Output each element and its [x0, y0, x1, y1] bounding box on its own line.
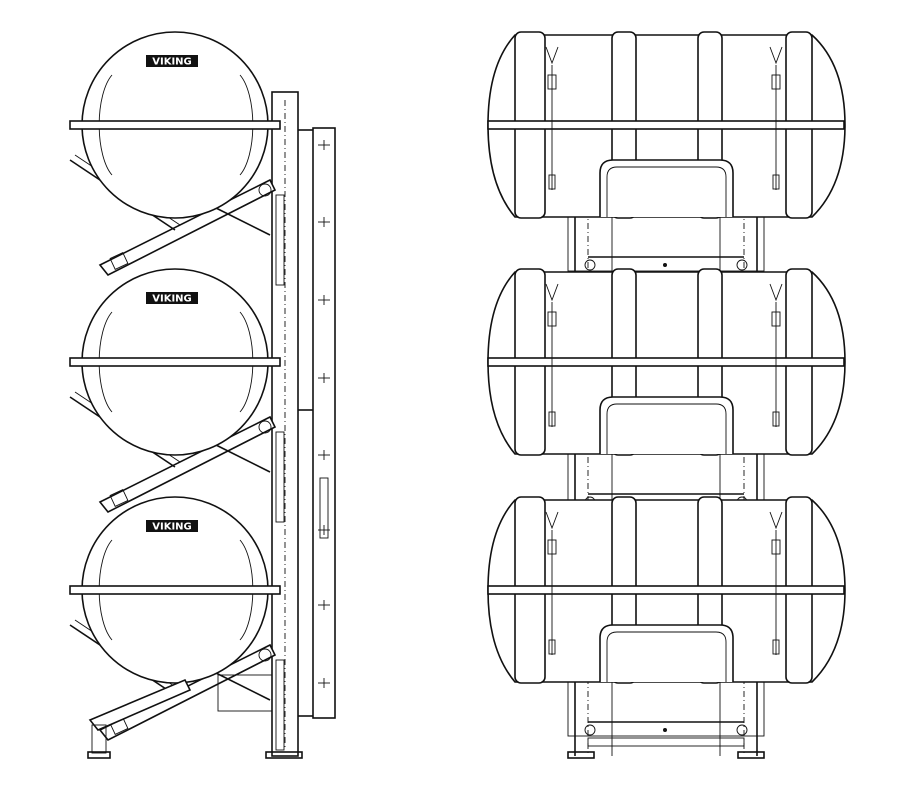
roller	[584, 724, 596, 736]
front-tier-2	[487, 268, 846, 509]
side-tier-1: VIKING	[69, 31, 285, 286]
handle	[599, 396, 734, 454]
logo-plate	[146, 520, 198, 532]
lashing-band-horizontal	[487, 120, 845, 130]
buckle	[771, 539, 781, 555]
lashing-band	[69, 585, 281, 595]
bottom-bracket	[217, 674, 273, 712]
hook-icon	[769, 511, 783, 530]
viking-logo: VIKING	[146, 55, 198, 68]
logo-text: VIKING	[152, 57, 192, 68]
handle-inner	[606, 631, 727, 682]
clamp	[109, 489, 129, 507]
buckle	[547, 539, 557, 555]
lashing-band-horizontal	[487, 357, 845, 367]
front-view	[487, 31, 846, 759]
logo-text: VIKING	[152, 294, 192, 305]
logo-text: VIKING	[152, 522, 192, 533]
foot-plate	[265, 751, 303, 759]
base-rail	[587, 737, 745, 747]
brace	[209, 441, 271, 473]
side-tier-2: VIKING	[69, 268, 285, 523]
hook-icon	[545, 283, 559, 302]
hinge-pin	[258, 183, 272, 197]
logo-plate	[146, 292, 198, 304]
brace	[209, 204, 271, 236]
front-foot	[87, 751, 111, 759]
roller	[736, 724, 748, 736]
foot-plate	[567, 751, 595, 759]
buckle	[771, 311, 781, 327]
bolt	[663, 728, 667, 732]
brace	[209, 669, 271, 701]
side-view: VIKING VIKING VIKING	[69, 31, 336, 759]
post-slot	[275, 194, 285, 286]
foot-plate	[737, 751, 765, 759]
buckle	[547, 311, 557, 327]
handle	[599, 624, 734, 682]
hook-icon	[545, 511, 559, 530]
buckle	[547, 74, 557, 90]
back-panel	[312, 127, 336, 719]
buckle	[548, 174, 556, 190]
buckle	[772, 174, 780, 190]
buckle	[771, 74, 781, 90]
roller	[736, 259, 748, 271]
hook-icon	[769, 283, 783, 302]
logo-plate	[146, 55, 198, 67]
front-tier-3	[487, 496, 846, 737]
buckle	[548, 411, 556, 427]
hinge-pin	[258, 420, 272, 434]
lashing-band	[69, 120, 281, 130]
bolt	[663, 263, 667, 267]
cradle-frame	[567, 677, 765, 737]
hinge-pin	[258, 648, 272, 662]
buckle	[772, 411, 780, 427]
slot	[319, 477, 329, 539]
front-tier-1	[487, 31, 846, 272]
viking-logo: VIKING	[146, 292, 198, 305]
handle-inner	[606, 403, 727, 454]
side-tier-3: VIKING	[69, 496, 285, 751]
post-slot	[275, 431, 285, 523]
clamp	[109, 252, 129, 270]
hook-icon	[545, 46, 559, 65]
hook-icon	[769, 46, 783, 65]
lashing-band	[69, 357, 281, 367]
lashing-band-horizontal	[487, 585, 845, 595]
post-slot	[275, 659, 285, 751]
handle-inner	[606, 166, 727, 217]
handle	[599, 159, 734, 217]
roller	[584, 259, 596, 271]
buckle	[548, 639, 556, 655]
front-leg	[91, 724, 107, 754]
viking-logo: VIKING	[146, 520, 198, 533]
cradle-frame	[567, 212, 765, 272]
buckle	[772, 639, 780, 655]
bottom-cradle	[88, 678, 192, 731]
